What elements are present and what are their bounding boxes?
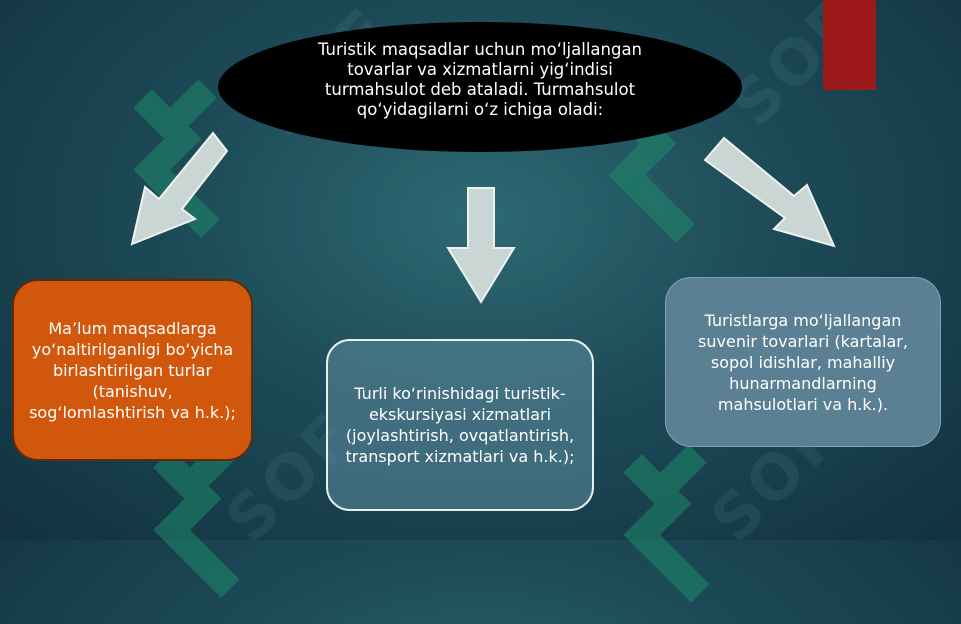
central-ellipse: Turistik maqsadlar uchun mo‘ljallangan t… xyxy=(218,22,742,152)
box-tours: Ma’lum maqsadlarga yo‘naltirilganligi bo… xyxy=(12,279,253,461)
watermark-logo-icon xyxy=(571,426,769,624)
arrow-down-icon xyxy=(446,187,516,304)
arrow-left-icon xyxy=(130,131,229,246)
box-services-text: Turli ko‘rinishidagi turistik-ekskursiya… xyxy=(345,384,575,466)
box-souvenirs-text: Turistlarga mo‘ljallangan suvenir tovarl… xyxy=(698,310,908,414)
box-souvenirs: Turistlarga mo‘ljallangan suvenir tovarl… xyxy=(665,277,941,447)
arrow-right-icon xyxy=(703,136,836,248)
central-text: Turistik maqsadlar uchun mo‘ljallangan t… xyxy=(317,40,643,119)
accent-bar xyxy=(823,0,876,90)
slide: SOF SOF SOF SOF Turistik maqsadlar uchun… xyxy=(12,0,941,603)
box-tours-text: Ma’lum maqsadlarga yo‘naltirilganligi bo… xyxy=(29,318,236,422)
box-services: Turli ko‘rinishidagi turistik-ekskursiya… xyxy=(326,339,594,511)
